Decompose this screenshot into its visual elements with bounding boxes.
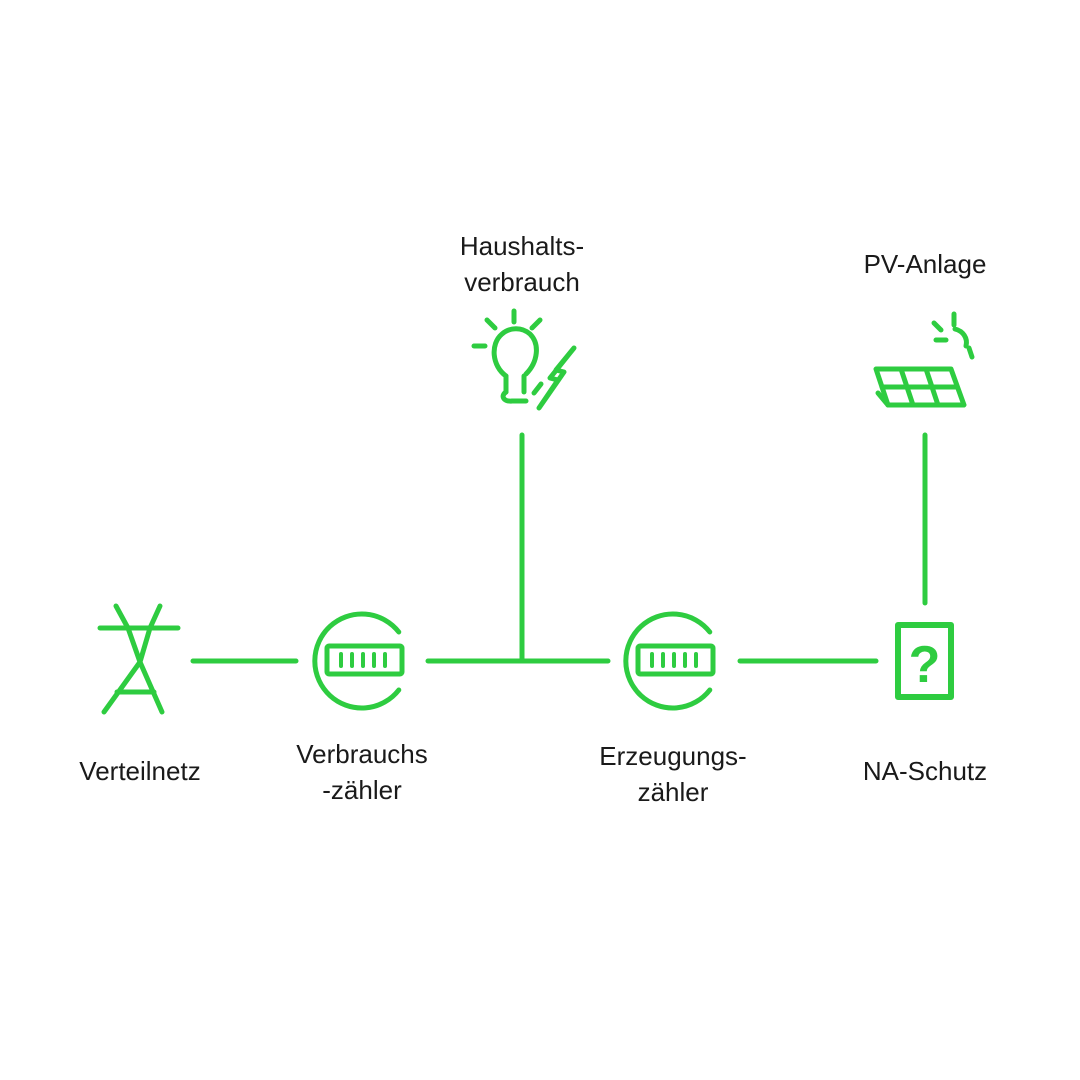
solar-panel-icon [873, 311, 975, 408]
label-generation-meter: Erzeugungs- zähler [599, 741, 747, 807]
lightbulb-bolt-icon [471, 308, 577, 411]
label-na-protection: NA-Schutz [862, 756, 988, 786]
label-distribution-grid: Verteilnetz [79, 756, 201, 786]
label-consumption-meter: Verbrauchs -zähler [296, 739, 428, 805]
label-household-consumption: Haushalts- verbrauch [459, 231, 585, 297]
question-box-icon: ? [895, 622, 954, 700]
question-mark-glyph: ? [909, 636, 941, 694]
electricity-meter-icon [623, 611, 716, 711]
connection-lines [190, 432, 928, 664]
power-pylon-icon [97, 603, 181, 715]
label-pv-system: PV-Anlage [863, 249, 987, 279]
electricity-meter-icon [312, 611, 405, 711]
